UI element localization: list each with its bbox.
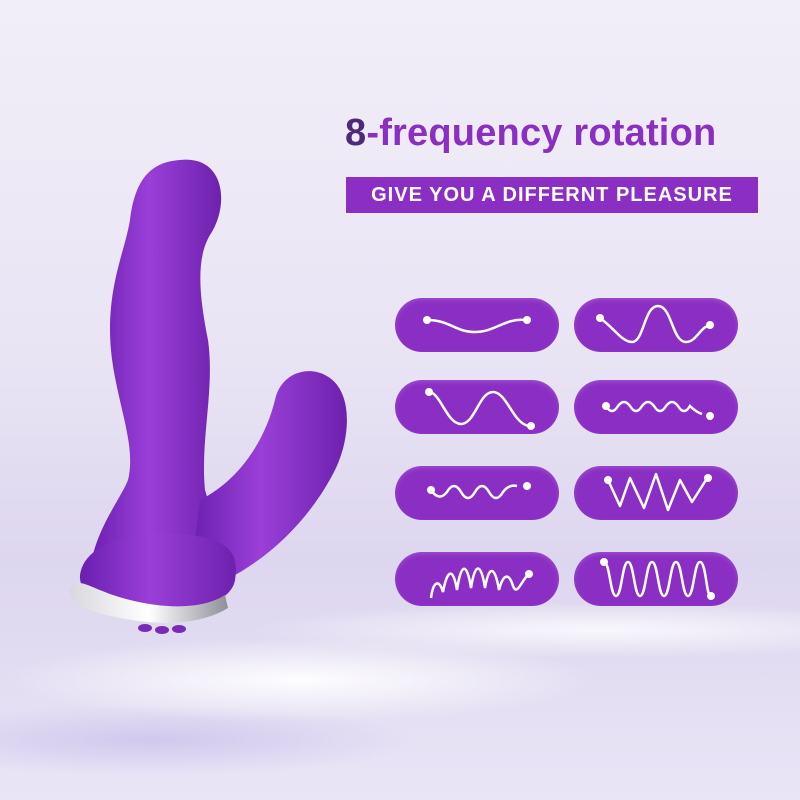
frequency-mode-5 xyxy=(395,466,559,520)
frequency-mode-3 xyxy=(395,380,559,434)
product-image xyxy=(69,159,347,634)
headline-text: -frequency rotation xyxy=(366,112,717,154)
frequency-mode-6 xyxy=(574,466,738,520)
ripple-wave-icon xyxy=(602,400,714,420)
double-wave-icon xyxy=(425,388,535,430)
zigzag-wave-icon xyxy=(427,482,531,500)
subtitle-banner: GIVE YOU A DIFFERNT PLEASURE xyxy=(346,177,758,213)
frequency-mode-1 xyxy=(395,298,559,352)
dense-wave-icon xyxy=(600,558,715,600)
frequency-mode-4 xyxy=(574,380,738,434)
spike-wave-icon xyxy=(604,472,712,512)
big-wave-icon xyxy=(596,304,714,344)
frequency-mode-7 xyxy=(395,552,559,606)
pulse-wave-icon xyxy=(429,567,533,599)
slow-wave-icon xyxy=(423,316,531,334)
frequency-mode-8 xyxy=(574,552,738,606)
headline: 8-frequency rotation xyxy=(345,112,765,155)
frequency-mode-2 xyxy=(574,298,738,352)
headline-number: 8 xyxy=(345,112,367,154)
